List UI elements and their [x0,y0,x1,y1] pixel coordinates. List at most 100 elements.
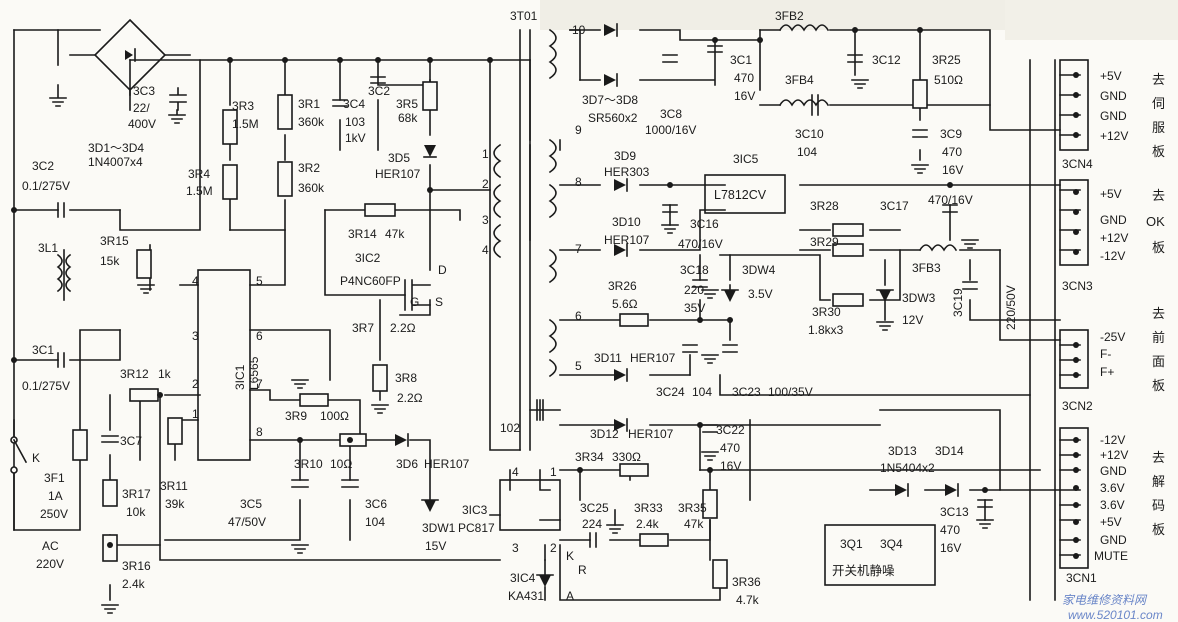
c3c4: 3C4 [343,97,365,111]
d3d5: 3D5 [388,151,410,165]
c3c18-v2: 35V [684,301,705,315]
d3d11-part: HER107 [630,351,676,365]
c3c12: 3C12 [872,53,901,67]
r3r5-val: 68k [398,111,418,125]
cn2-dest-1: 去 [1152,306,1165,321]
r3r36: 3R36 [732,575,761,589]
t-p2: 2 [482,177,489,191]
mute-box-label: 开关机静噪 [832,564,895,578]
r3r25: 3R25 [932,53,961,67]
ic4-r: R [578,563,587,577]
r3r11: 3R11 [160,479,188,493]
ic4-part: KA431 [508,589,544,603]
t-p5: 5 [575,359,582,373]
c3c2-ref: 3C2 [32,159,54,173]
cn4-ref: 3CN4 [1062,157,1093,171]
mosfet-p4nc60fp [404,279,431,311]
r3r1: 3R1 [298,97,320,111]
d3d5-part: HER107 [375,167,421,181]
r3r10: 3R10 [294,457,323,471]
cn4-box [1059,59,1089,151]
cn2-box [1059,329,1089,389]
d3d13-part: 1N5404x2 [880,461,935,475]
r3r35-val: 47k [684,517,704,531]
cn1-pin-1: -12V [1100,433,1125,447]
cn1-dest-3: 码 [1152,498,1165,513]
q3q1: 3Q1 [840,537,863,551]
ic3-p3: 3 [512,541,519,555]
c3c7: 3C7 [120,434,142,448]
c3c3-val2: 400V [128,117,156,131]
c3c1-val: 0.1/275V [22,379,70,393]
ic1-p8: 8 [256,425,263,439]
r3r15-val: 15k [100,254,120,268]
ic-pc817-box [499,479,561,531]
f3f1-v2: 250V [40,507,68,521]
pin-d: D [438,263,447,277]
r3r5: 3R5 [396,97,418,111]
cn3-dest-1: 去 [1152,188,1165,203]
c102: 102 [500,421,520,435]
cn2-dest-4: 板 [1152,378,1165,393]
ic1-p7: 7 [256,377,263,391]
cn1-pin-8: MUTE [1094,549,1128,563]
c3c17: 3C17 [880,199,909,213]
r3r14: 3R14 [348,227,377,241]
t-p4: 4 [482,243,489,257]
cn1-pin-7: GND [1100,533,1127,547]
cn4-pin-4: +12V [1100,129,1128,143]
r3r4: 3R4 [188,167,210,181]
bridge-ref: 3D1～3D4 [88,141,144,155]
r3r36-val: 4.7k [736,593,760,607]
ground-symbols [49,79,994,614]
cn1-pin-4: 3.6V [1100,481,1125,495]
cn3-pin-4: -12V [1100,249,1125,263]
cn2-pin-2: F- [1100,347,1111,361]
d3d11: 3D11 [594,351,622,365]
cn1-pin-6: +5V [1100,515,1122,529]
l3l1: 3L1 [38,241,58,255]
d3d10: 3D10 [612,215,641,229]
ic3-part: PC817 [458,521,495,535]
r3r1-val: 360k [298,115,325,129]
cn4-dest-2: 伺 [1152,96,1165,111]
r3r30-val: 1.8kx3 [808,323,844,337]
cn4-pin-1: +5V [1100,69,1122,83]
ic3-ref: 3IC3 [462,503,488,517]
c3c1b-v1: 470 [734,71,754,85]
d3d12-part: HER107 [628,427,674,441]
mute-box [824,524,936,586]
r3r34-val: 330Ω [612,450,641,464]
connector-labels: +5V GND GND +12V 去 伺 服 板 3CN4 +5V GND +1… [1062,69,1165,585]
cn3-dest-2: OK [1146,214,1165,229]
r3r7-val: 2.2Ω [390,321,416,335]
c3c18-v1: 220 [684,283,704,297]
watermark-url: www.520101.com [1068,608,1163,622]
ic-l6565-box [197,269,251,461]
c3c22-v2: 16V [720,459,741,473]
ac-label: AC [42,539,59,553]
cn1-dest-2: 解 [1152,474,1165,489]
c3c3-ref: 3C3 [133,84,155,98]
d3d7-part: SR560x2 [588,111,638,125]
r3r29: 3R29 [810,235,839,249]
ic1-p1: 1 [192,407,199,421]
l3fb2: 3FB2 [775,9,804,23]
t-p8: 8 [575,175,582,189]
d3d13: 3D13 [888,444,917,458]
r3r15: 3R15 [100,234,129,248]
c3c23-val: 100/35V [768,385,813,399]
cn2-ref: 3CN2 [1062,399,1093,413]
cn3-box [1059,179,1089,266]
d3d12: 3D12 [590,427,619,441]
t-p3: 3 [482,213,489,227]
cn2-dest-2: 前 [1152,330,1165,345]
d3d6-part: HER107 [424,457,470,471]
c3c10-val: 104 [797,145,817,159]
ic4-k: K [566,549,574,563]
r3r17: 3R17 [122,487,151,501]
sw-k: K [32,451,40,465]
cn3-ref: 3CN3 [1062,279,1093,293]
f3f1: 3F1 [44,471,65,485]
